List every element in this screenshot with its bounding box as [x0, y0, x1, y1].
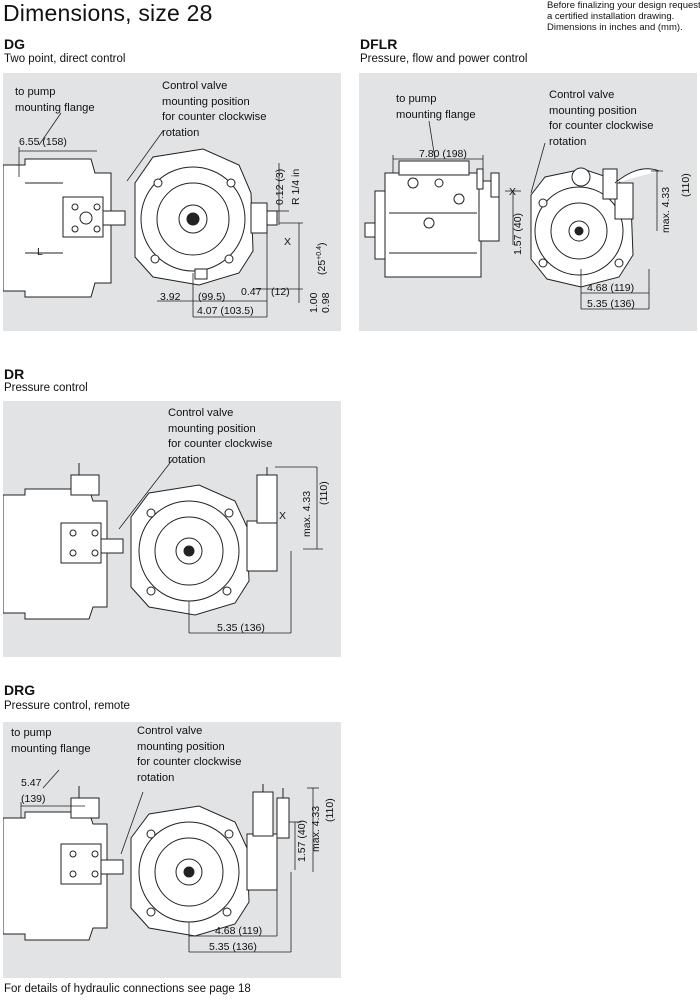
installation-note: Before finalizing your design request a … — [547, 0, 700, 33]
dim-d1-mm: (99.5) — [198, 291, 225, 303]
dim-d2-mm: (12) — [271, 286, 290, 298]
label-control-valve: Control valve mounting position for coun… — [168, 407, 273, 466]
section-desc-dr: Pressure control — [4, 382, 88, 394]
dim-flange-length: 6.55 (158) — [19, 136, 67, 148]
dim-v5: 0.98 — [320, 292, 332, 313]
dim-d1: 3.92 — [160, 291, 181, 303]
dim-v2: (110) — [318, 481, 330, 505]
drawing-dr: X max. 4.33 (110) 5.35 (136) Control val… — [3, 401, 341, 657]
dim-d2: 0.47 — [241, 286, 262, 298]
dim-v1: 1.57 (40) — [296, 820, 308, 862]
port-label-l: L — [37, 246, 43, 258]
port-label-x: X — [279, 510, 286, 522]
section-code-dg: DG — [4, 36, 25, 52]
section-desc-dflr: Pressure, flow and power control — [360, 53, 528, 65]
drawing-dflr: 7.80 (198) X 1.57 (40) max. 4.33 (110) 4… — [359, 73, 697, 331]
note-line: a certified installation drawing. — [547, 11, 675, 22]
pump-drawing-dflr: 7.80 (198) X 1.57 (40) max. 4.33 (110) 4… — [364, 120, 692, 310]
dim-v2: max. 4.33 — [310, 806, 322, 852]
dim-b2: 5.35 (136) — [587, 298, 635, 310]
pump-drawing-dr: X max. 4.33 (110) 5.35 (136) — [3, 458, 330, 634]
dim-v2: R 1/4 in — [290, 169, 302, 205]
label-control-valve: Control valve mounting position for coun… — [162, 80, 267, 139]
port-label-x: X — [509, 186, 516, 198]
section-code-dr: DR — [4, 366, 25, 382]
dim-v3: (110) — [324, 798, 336, 822]
label-control-valve: Control valve mounting position for coun… — [137, 725, 242, 784]
dim-b1: 4.68 (119) — [587, 282, 634, 294]
dim-flange-length-mm: (139) — [21, 793, 46, 805]
dim-v3: (25+0.4) — [316, 242, 328, 275]
section-desc-dg: Two point, direct control — [4, 53, 126, 65]
dim-v4: 1.00 — [308, 292, 320, 313]
section-code-drg: DRG — [4, 682, 36, 698]
dim-b1: 4.68 (119) — [215, 925, 262, 937]
dim-flange-length: 5.47 — [21, 777, 42, 789]
section-desc-drg: Pressure control, remote — [4, 700, 130, 712]
label-pump-flange: to pump mounting flange — [396, 93, 476, 121]
drawing-dg: L X 6.55 (158) 3.92 (99.5) 0.47 (12) 4.0… — [3, 73, 341, 331]
pump-drawing-drg: 5.47 (139) 1.57 (40) max. 4.33 (110) 4.6… — [3, 769, 336, 953]
dim-v3: (110) — [680, 173, 692, 197]
dim-v2: max. 4.33 — [660, 187, 672, 233]
label-control-valve: Control valve mounting position for coun… — [549, 89, 654, 148]
dim-d3: 4.07 (103.5) — [197, 305, 254, 317]
section-code-dflr: DFLR — [360, 36, 398, 52]
note-line: Before finalizing your design request — [547, 0, 700, 11]
footer-note: For details of hydraulic connections see… — [4, 983, 251, 995]
label-pump-flange: to pump mounting flange — [15, 86, 95, 114]
label-pump-flange: to pump mounting flange — [11, 727, 91, 755]
dim-v1: 1.57 (40) — [512, 213, 524, 255]
dim-b2: 5.35 (136) — [209, 941, 257, 953]
dim-v1: 0.12 (3) — [274, 169, 286, 205]
dim-v1: max. 4.33 — [301, 491, 313, 537]
dim-b1: 5.35 (136) — [217, 622, 265, 634]
drawing-drg: 5.47 (139) 1.57 (40) max. 4.33 (110) 4.6… — [3, 722, 341, 978]
port-label-x: X — [284, 236, 291, 248]
pump-drawing-dg: L X 6.55 (158) 3.92 (99.5) 0.47 (12) 4.0… — [3, 112, 332, 318]
dim-top: 7.80 (198) — [419, 148, 467, 160]
note-line: Dimensions in inches and (mm). — [547, 22, 683, 33]
page-title: Dimensions, size 28 — [3, 0, 213, 26]
